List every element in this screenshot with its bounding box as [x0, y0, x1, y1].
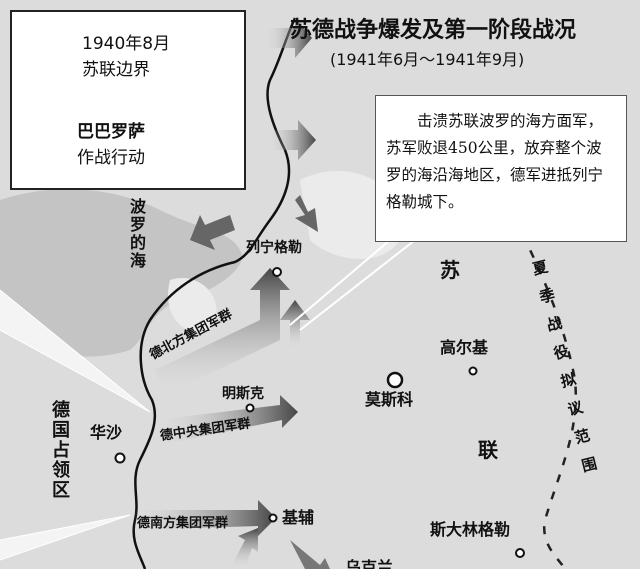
sea-area	[0, 189, 242, 357]
land-area	[168, 97, 512, 333]
label-ussr-su: 苏	[440, 258, 460, 282]
label-stalingrad: 斯大林格勒	[430, 520, 511, 539]
arrow-baltic-east	[295, 195, 318, 232]
label-german-occupied: 德国占领区	[49, 400, 70, 500]
legend-arrow-label-2: 作战行动	[77, 148, 145, 168]
warsaw-dot	[114, 452, 126, 464]
label-moscow: 莫斯科	[365, 390, 414, 409]
label-ussr-lian: 联	[478, 438, 498, 462]
label-ukraine: 乌克兰	[345, 558, 394, 569]
summer-campaign-line	[488, 169, 577, 569]
leningrad-dot	[272, 267, 282, 277]
arrow-north-army	[155, 268, 290, 395]
label-army-south: 德南方集团军群	[137, 516, 229, 531]
gorky-dot	[468, 366, 478, 376]
map-title: 苏德战争爆发及第一阶段战况	[290, 18, 577, 43]
arrow-south-2	[230, 528, 258, 569]
callout-pointer	[289, 239, 416, 331]
legend: 1940年8月 苏联边界 巴巴罗萨 作战行动	[10, 10, 246, 190]
arrow-baltic-west	[190, 215, 235, 250]
kiev-dot	[268, 513, 278, 523]
label-baltic-sea: 波罗的海	[127, 198, 146, 270]
label-leningrad: 列宁格勒	[246, 240, 302, 256]
arrow-center-army	[155, 395, 298, 445]
arrow-north-secondary	[280, 300, 310, 350]
arrow-north-baltic-2	[268, 120, 316, 160]
arrow-north-baltic-1	[265, 18, 312, 58]
legend-arrow-label-1: 巴巴罗萨	[77, 122, 145, 142]
stalingrad-dot	[515, 548, 525, 558]
legend-border-label-1: 1940年8月	[82, 34, 171, 54]
label-gorky: 高尔基	[440, 338, 489, 357]
map-subtitle: (1941年6月～1941年9月)	[330, 50, 525, 69]
arrow-south-3	[290, 540, 330, 569]
callout-pointer-left	[0, 289, 151, 561]
moscow-dot	[386, 371, 404, 389]
label-minsk: 明斯克	[222, 386, 264, 402]
legend-border-label-2: 苏联边界	[82, 60, 150, 80]
soviet-border-1940	[132, 17, 297, 569]
label-kiev: 基辅	[282, 508, 315, 527]
label-warsaw: 华沙	[90, 423, 123, 442]
arrow-south-army	[130, 500, 276, 536]
minsk-dot	[245, 403, 255, 413]
callout-box: 击溃苏联波罗的海方面军，苏军败退450公里，放弃整个波罗的海沿海地区，德军进抵列…	[375, 95, 627, 242]
